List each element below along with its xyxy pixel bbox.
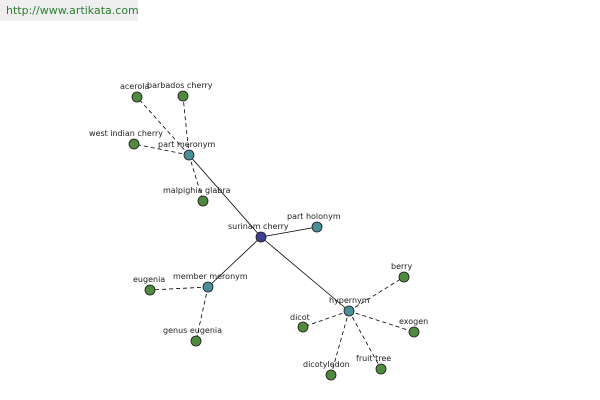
edge-part-meronym-to-barbados-cherry [182,95,190,156]
node-barbados-cherry[interactable] [177,90,189,102]
edge-surinam-cherry-to-part-meronym [188,154,262,238]
label-barbados-cherry: barbados cherry [147,81,213,90]
node-west-indian-cherry[interactable] [128,138,140,150]
labels-layer: surinam cherry part meronym part holonym me… [89,81,428,369]
edge-hypernym-to-berry [348,276,405,312]
node-malpighia-glabra[interactable] [197,195,209,207]
label-acerola: acerola [120,82,149,91]
label-berry: berry [391,262,412,271]
label-genus-eugenia: genus eugenia [163,326,222,335]
edge-surinam-cherry-to-member-meronym [207,236,262,288]
node-surinam-cherry[interactable] [255,231,267,243]
label-fruit-tree: fruit tree [356,354,391,363]
label-part-holonym: part holonym [287,212,341,221]
node-dicotyledon[interactable] [325,369,337,381]
edge-member-meronym-to-genus-eugenia [195,286,209,342]
label-dicotyledon: dicotyledon [303,360,350,369]
node-member-meronym[interactable] [202,281,214,293]
edge-part-meronym-to-malpighia-glabra [188,154,204,202]
label-west-indian-cherry: west indian cherry [89,129,163,138]
node-eugenia[interactable] [144,284,156,296]
label-exogen: exogen [399,317,428,326]
label-hypernym: hypernym [329,296,370,305]
edges-layer [133,95,415,376]
node-fruit-tree[interactable] [375,363,387,375]
node-berry[interactable] [398,271,410,283]
edge-hypernym-to-exogen [348,310,415,333]
node-exogen[interactable] [408,326,420,338]
node-acerola[interactable] [131,91,143,103]
node-part-meronym[interactable] [183,149,195,161]
edge-part-meronym-to-acerola [136,96,190,156]
node-hypernym[interactable] [343,305,355,317]
edge-member-meronym-to-eugenia [149,286,209,291]
edge-surinam-cherry-to-hypernym [260,236,350,312]
label-eugenia: eugenia [133,275,165,284]
nodes-layer [128,90,420,381]
edge-part-meronym-to-west-indian-cherry [133,143,190,156]
edge-hypernym-to-dicot [302,310,350,328]
edge-surinam-cherry-to-part-holonym [260,226,318,238]
label-malpighia-glabra: malpighia glabra [163,186,231,195]
label-dicot: dicot [290,313,310,322]
watermark-url[interactable]: http://www.artikata.com [0,0,139,21]
label-surinam-cherry: surinam cherry [228,222,289,231]
node-part-holonym[interactable] [311,221,323,233]
node-genus-eugenia[interactable] [190,335,202,347]
label-part-meronym: part meronym [158,140,215,149]
label-member-meronym: member meronym [173,272,248,281]
node-dicot[interactable] [297,321,309,333]
